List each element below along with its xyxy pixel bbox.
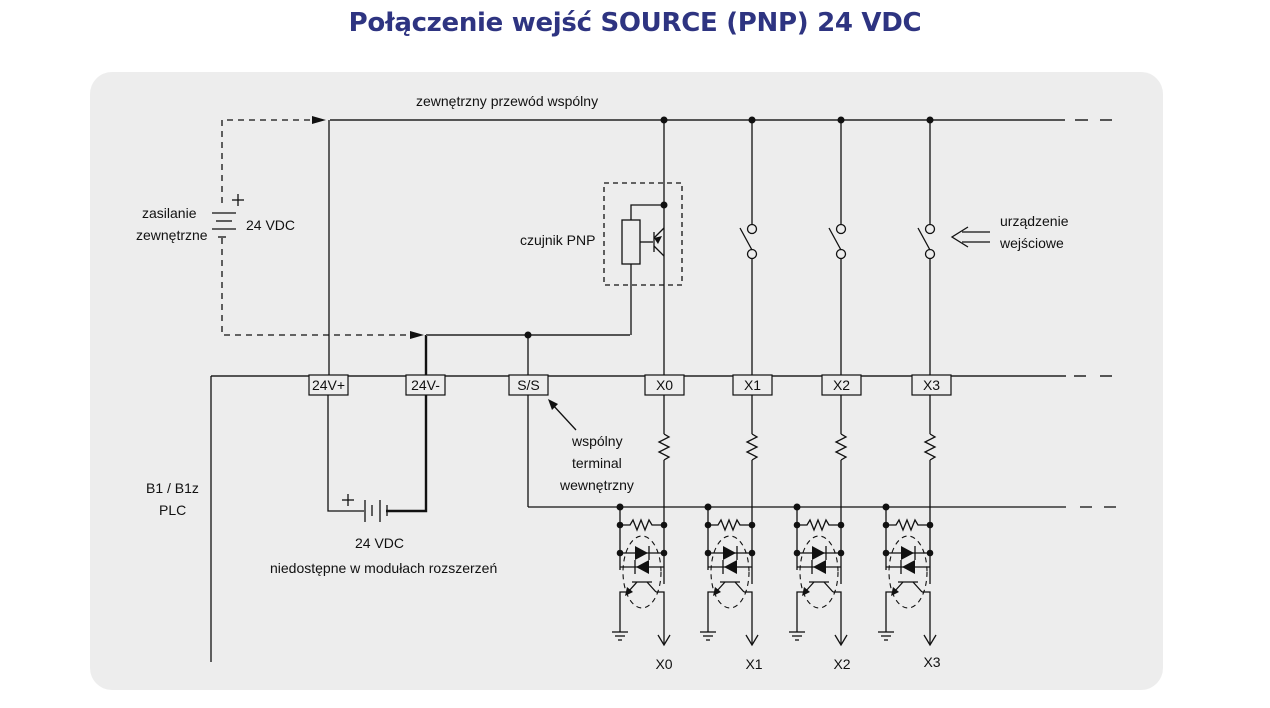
input-switch-x2: [828, 116, 847, 376]
diode-icon: [635, 546, 648, 560]
common-terminal-label-3: wewnętrzny: [559, 477, 634, 493]
plc-label-1: B1 / B1z: [146, 480, 199, 496]
input-circuit-1: [700, 395, 759, 647]
input-circuits: [612, 395, 937, 647]
terminal-x0: X0: [644, 374, 685, 396]
input-switch-x3: [917, 116, 936, 376]
common-terminal-label-1: wspólny: [571, 433, 623, 449]
input-device-label-2: wejściowe: [999, 235, 1064, 251]
input-device-label-1: urządzenie: [1000, 213, 1069, 229]
optocoupler-outline: [888, 535, 928, 609]
output-label-x0: X0: [655, 656, 672, 672]
resistor-icon: [834, 433, 848, 461]
resistor-icon: [923, 433, 937, 461]
internal-supply-voltage: 24 VDC: [355, 535, 404, 551]
page-title: Połączenie wejść SOURCE (PNP) 24 VDC: [348, 8, 922, 38]
output-arrow-icon: [923, 634, 937, 647]
optocoupler-outline: [622, 535, 662, 609]
double-arrow-left-icon: [950, 226, 990, 248]
output-arrow-icon: [745, 634, 759, 647]
diode-icon: [813, 560, 826, 574]
svg-text:S/S: S/S: [517, 377, 540, 393]
external-supply-label-1: zasilanie: [142, 205, 197, 221]
pointer-arrow-icon: [548, 399, 577, 431]
diagram-panel: [90, 72, 1163, 690]
svg-text:24V+: 24V+: [312, 377, 345, 393]
output-label-x3: X3: [923, 654, 940, 670]
diode-icon: [724, 560, 737, 574]
external-supply-dashed-wire: [221, 116, 424, 339]
output-label-x1: X1: [745, 656, 762, 672]
output-label-x2: X2: [833, 656, 850, 672]
svg-text:24V-: 24V-: [411, 377, 440, 393]
terminal-x1: X1: [732, 374, 773, 396]
internal-supply-note: niedostępne w modułach rozszerzeń: [270, 560, 497, 576]
external-common-label: zewnętrzny przewód wspólny: [416, 93, 598, 109]
external-supply-label-2: zewnętrzne: [136, 227, 208, 243]
terminal-x2: X2: [821, 374, 862, 396]
plc-label-2: PLC: [159, 502, 186, 518]
svg-text:X0: X0: [656, 377, 673, 393]
arrow-head-icon: [312, 116, 326, 124]
diode-icon: [636, 560, 649, 574]
pnp-sensor-label: czujnik PNP: [520, 232, 595, 248]
external-supply-voltage: 24 VDC: [246, 217, 295, 233]
diode-icon: [901, 546, 914, 560]
input-circuit-2: [789, 395, 848, 647]
ground-icon: [878, 631, 894, 641]
ground-icon: [789, 631, 805, 641]
output-arrow-icon: [834, 634, 848, 647]
diode-icon: [902, 560, 915, 574]
internal-supply-wiring: [327, 395, 428, 522]
terminal-v-minus: 24V-: [405, 374, 446, 396]
ground-icon: [700, 631, 716, 641]
input-circuit-3: [878, 395, 937, 647]
terminal-ss: S/S: [508, 374, 549, 396]
terminal-x3: X3: [911, 374, 952, 396]
diode-icon: [723, 546, 736, 560]
pnp-sensor-icon: [603, 182, 683, 335]
svg-text:X3: X3: [923, 377, 940, 393]
svg-text:X1: X1: [744, 377, 761, 393]
svg-text:X2: X2: [833, 377, 850, 393]
arrow-head-icon: [410, 331, 424, 339]
input-switch-x1: [739, 116, 758, 376]
output-arrow-icon: [657, 634, 671, 647]
ground-icon: [612, 631, 628, 641]
optocoupler-outline: [710, 535, 750, 609]
resistor-icon: [657, 433, 671, 461]
diode-icon: [812, 546, 825, 560]
plc-terminal-bus: [210, 375, 1112, 662]
optocoupler-outline: [799, 535, 839, 609]
common-terminal-label-2: terminal: [572, 455, 622, 471]
external-battery-icon: [212, 194, 244, 238]
resistor-icon: [745, 433, 759, 461]
input-circuit-0: [612, 395, 671, 647]
terminal-v-plus: 24V+: [308, 374, 349, 396]
